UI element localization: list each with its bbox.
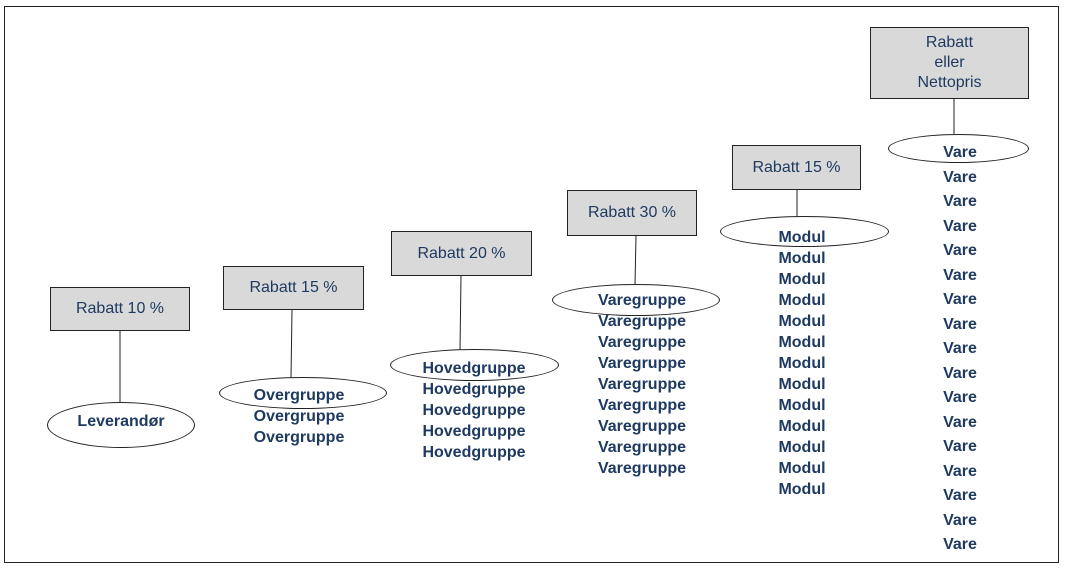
list-item: Vare xyxy=(943,193,977,210)
list-item: Vare xyxy=(943,438,977,455)
list-item: Modul xyxy=(778,460,826,477)
list-item: Modul xyxy=(778,397,826,414)
discount-box-item: Rabatt eller Nettopris xyxy=(870,27,1029,99)
list-item: Modul xyxy=(778,481,826,498)
list-item: Vare xyxy=(943,462,977,480)
list-item: Varegruppe xyxy=(597,292,687,309)
diagram-frame xyxy=(4,6,1059,563)
list-item: Hovedgruppe xyxy=(422,423,526,440)
discount-box-label-line: Nettopris xyxy=(917,74,982,91)
discount-box-label: Rabatt 20 % xyxy=(417,244,506,262)
list-item: Varegruppe xyxy=(597,418,687,435)
list-item: Vare xyxy=(943,511,977,529)
ellipse-overgroup xyxy=(219,377,387,409)
discount-box-label-line: eller xyxy=(934,54,965,71)
list-item: Varegruppe xyxy=(597,439,687,456)
list-item: Varegruppe xyxy=(597,460,687,477)
list-item: Vare xyxy=(943,217,977,235)
item-stack-overgroup: Overgruppe Overgruppe Overgruppe xyxy=(219,385,379,448)
list-item: Modul xyxy=(778,250,826,267)
level-label-supplier: Leverandør xyxy=(77,413,165,430)
discount-box-supplier: Rabatt 10 % xyxy=(50,287,190,331)
discount-box-module: Rabatt 15 % xyxy=(732,145,861,190)
item-stack-productgroup: Varegruppe Varegruppe Varegruppe Varegru… xyxy=(562,290,722,479)
discount-box-label: Rabatt 15 % xyxy=(752,158,841,176)
discount-box-overgroup: Rabatt 15 % xyxy=(223,266,364,310)
list-item: Varegruppe xyxy=(597,334,687,351)
list-item: Vare xyxy=(943,266,977,284)
discount-box-label-line: Rabatt xyxy=(925,34,974,51)
list-item: Modul xyxy=(778,376,826,393)
item-stack-module: Modul Modul Modul Modul Modul Modul Modu… xyxy=(722,227,882,500)
list-item: Modul xyxy=(778,439,826,456)
connector-line xyxy=(634,235,637,286)
list-item: Varegruppe xyxy=(597,376,687,393)
list-item: Vare xyxy=(943,291,977,308)
ellipse-item xyxy=(888,134,1029,163)
item-stack-maingroup: Hovedgruppe Hovedgruppe Hovedgruppe Hove… xyxy=(394,358,554,463)
list-item: Vare xyxy=(943,242,977,259)
ellipse-supplier xyxy=(47,402,195,448)
discount-box-productgroup: Rabatt 30 % xyxy=(567,190,697,236)
list-item: Vare xyxy=(943,340,977,357)
ellipse-module xyxy=(720,216,889,247)
connector-line xyxy=(290,309,293,379)
list-item: Vare xyxy=(943,364,977,382)
list-item: Varegruppe xyxy=(597,355,687,372)
discount-box-label: Rabatt 30 % xyxy=(587,204,677,221)
list-item: Modul xyxy=(778,292,826,309)
ellipse-maingroup xyxy=(390,349,559,381)
list-item: Overgruppe xyxy=(253,429,345,446)
connector-line xyxy=(459,275,462,351)
discount-box-maingroup: Rabatt 20 % xyxy=(391,231,532,276)
list-item: Hovedgruppe xyxy=(422,381,526,398)
list-item: Modul xyxy=(778,271,826,288)
ellipse-productgroup xyxy=(552,284,720,316)
list-item: Hovedgruppe xyxy=(422,360,526,377)
list-item: Modul xyxy=(778,229,826,246)
list-item: Overgruppe xyxy=(253,408,345,425)
list-item: Varegruppe xyxy=(597,397,687,414)
list-item: Vare xyxy=(943,168,977,186)
list-item: Modul xyxy=(778,334,826,351)
list-item: Hovedgruppe xyxy=(422,402,526,419)
item-stack-item: Vare Vare Vare Vare Vare Vare Vare Vare … xyxy=(880,141,1040,558)
list-item: Vare xyxy=(943,144,977,161)
discount-box-label: Rabatt 15 % xyxy=(249,279,338,296)
list-item: Overgruppe xyxy=(253,387,345,404)
list-item: Vare xyxy=(943,487,977,504)
list-item: Hovedgruppe xyxy=(422,444,526,461)
discount-box-label: Rabatt 10 % xyxy=(75,300,165,317)
list-item: Modul xyxy=(778,313,826,330)
list-item: Vare xyxy=(943,536,977,553)
list-item: Vare xyxy=(943,315,977,333)
list-item: Modul xyxy=(778,355,826,372)
list-item: Vare xyxy=(943,413,977,431)
list-item: Varegruppe xyxy=(597,313,687,330)
list-item: Vare xyxy=(943,389,977,406)
list-item: Modul xyxy=(778,418,826,435)
